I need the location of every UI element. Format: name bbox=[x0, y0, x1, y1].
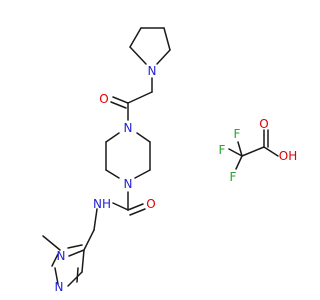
fluorine-top-label: F bbox=[234, 127, 241, 141]
trifluoroacetic-acid bbox=[228, 129, 279, 170]
bond bbox=[112, 202, 129, 211]
bond bbox=[136, 132, 151, 143]
bond bbox=[241, 146, 265, 157]
bond bbox=[228, 148, 243, 157]
ketone-double-bond bbox=[110, 101, 127, 109]
bond bbox=[105, 132, 120, 143]
amide-nh-label: NH bbox=[93, 197, 111, 211]
bond bbox=[237, 141, 243, 157]
tfa-carbonyl-oxygen-label: O bbox=[259, 117, 268, 131]
pyrazole-ring bbox=[42, 229, 95, 287]
bond bbox=[127, 91, 153, 104]
bond bbox=[156, 49, 171, 65]
bond bbox=[93, 208, 98, 231]
bond bbox=[54, 267, 59, 285]
bond bbox=[235, 155, 243, 170]
tfa-hydroxyl-label: OH bbox=[279, 149, 297, 163]
pyrrolidine-nitrogen-label: N bbox=[148, 64, 157, 78]
amide-double-bond bbox=[129, 208, 146, 216]
bond bbox=[129, 27, 142, 48]
aromatic-double-bond bbox=[76, 267, 79, 283]
molecule-structure: N O N N O NH N N O OH F F F bbox=[42, 27, 298, 294]
bond bbox=[163, 27, 171, 51]
bond bbox=[42, 235, 61, 251]
pyrrolidine-ring bbox=[129, 27, 171, 65]
bond bbox=[263, 146, 279, 157]
fluorine-bottom-label: F bbox=[230, 170, 237, 184]
bond bbox=[83, 229, 95, 251]
structure-canvas: N O N N O NH N N O OH F F F bbox=[42, 27, 298, 294]
bond bbox=[67, 271, 83, 287]
bond bbox=[68, 249, 85, 257]
aromatic-double-bond bbox=[67, 244, 83, 249]
fluorine-left-label: F bbox=[219, 143, 226, 157]
ketone-double-bond bbox=[112, 96, 129, 104]
bond bbox=[129, 46, 147, 65]
piperazine-ring bbox=[105, 132, 151, 179]
bond bbox=[134, 169, 151, 179]
piperazine-nitrogen-bottom-label: N bbox=[124, 177, 133, 191]
bond bbox=[105, 169, 120, 179]
urea-group bbox=[93, 191, 146, 231]
pyrazole-n2-label: N bbox=[55, 280, 64, 294]
bond bbox=[81, 249, 85, 273]
piperazine-nitrogen-top-label: N bbox=[124, 121, 133, 135]
atom-labels: N O N N O NH N N O OH F F F bbox=[55, 64, 298, 294]
pyrazole-n1-label: N bbox=[57, 249, 66, 263]
acyl-linker bbox=[110, 77, 153, 121]
amide-oxygen-label: O bbox=[146, 197, 155, 211]
aromatic-double-bond bbox=[51, 253, 59, 267]
amide-double-bond bbox=[127, 203, 144, 211]
ketone-oxygen-label: O bbox=[99, 92, 108, 106]
